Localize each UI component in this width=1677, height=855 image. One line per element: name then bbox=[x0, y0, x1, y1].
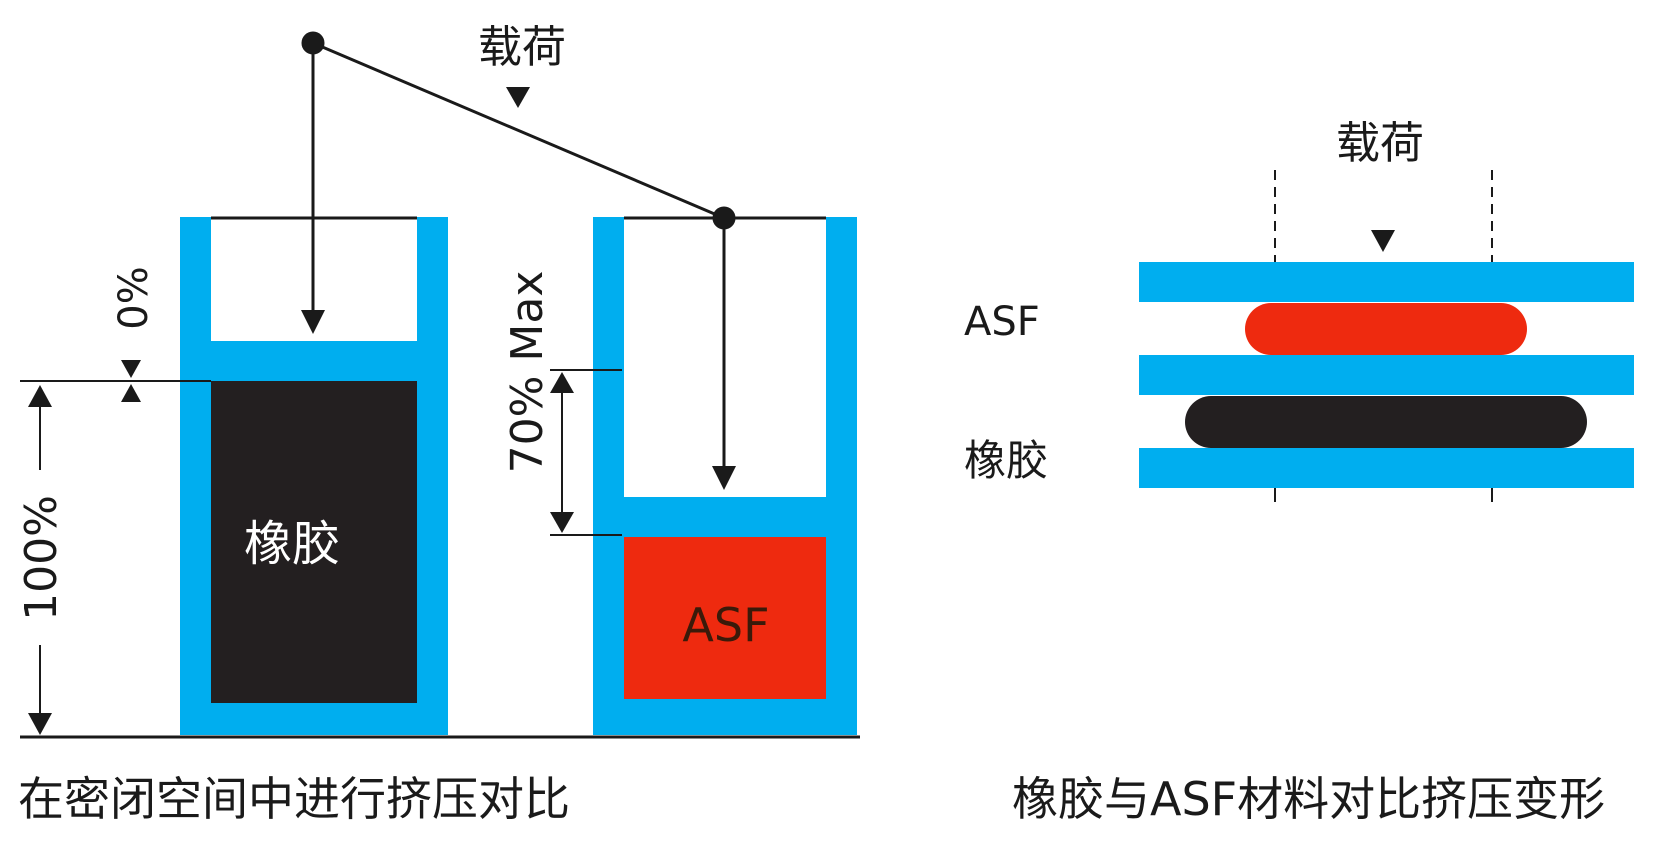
lever-bar bbox=[312, 41, 725, 220]
right-asf-label: ASF bbox=[964, 299, 1040, 345]
rubber-block-label: 橡胶 bbox=[244, 516, 340, 572]
seventy-percent-label: 70% Max bbox=[502, 271, 553, 474]
closed-space-comparison: 载荷 橡胶 ASF bbox=[16, 22, 860, 826]
load-arrow-marker bbox=[506, 87, 530, 108]
rubber-load-arrow bbox=[301, 43, 325, 334]
rubber-block bbox=[211, 381, 417, 703]
right-caption: 橡胶与ASF材料对比挤压变形 bbox=[1012, 772, 1605, 826]
asf-load-arrow bbox=[712, 218, 736, 490]
rubber-pad bbox=[1185, 396, 1587, 448]
zero-percent-dimension bbox=[20, 360, 211, 402]
rubber-container bbox=[180, 216, 448, 735]
seventy-percent-dimension bbox=[550, 369, 622, 536]
rubber-piston bbox=[211, 341, 417, 381]
asf-block bbox=[624, 537, 826, 699]
right-load-label: 载荷 bbox=[1336, 118, 1424, 169]
asf-pad bbox=[1245, 303, 1527, 355]
left-caption: 在密闭空间中进行挤压对比 bbox=[18, 772, 570, 826]
asf-piston bbox=[624, 497, 826, 537]
rubber-container-bottom bbox=[180, 703, 448, 735]
asf-container-right-wall bbox=[826, 217, 857, 735]
right-load-arrow-marker bbox=[1371, 230, 1395, 252]
asf-container bbox=[593, 216, 857, 735]
asf-block-label: ASF bbox=[682, 598, 769, 652]
rubber-container-right-wall bbox=[417, 217, 448, 735]
asf-container-left-wall bbox=[593, 217, 624, 735]
hundred-percent-label: 100% bbox=[16, 495, 67, 621]
top-plate bbox=[1139, 262, 1634, 302]
rubber-container-left-wall bbox=[180, 217, 211, 735]
deformation-comparison: 载荷 ASF 橡胶 橡胶与ASF材料对比挤压变形 bbox=[964, 118, 1634, 826]
asf-container-bottom bbox=[593, 699, 857, 735]
hundred-percent-dimension bbox=[28, 385, 52, 735]
middle-plate bbox=[1139, 355, 1634, 395]
zero-percent-label: 0% bbox=[111, 266, 157, 329]
load-label: 载荷 bbox=[478, 22, 566, 73]
right-rubber-label: 橡胶 bbox=[964, 436, 1048, 485]
bottom-plate bbox=[1139, 448, 1634, 488]
